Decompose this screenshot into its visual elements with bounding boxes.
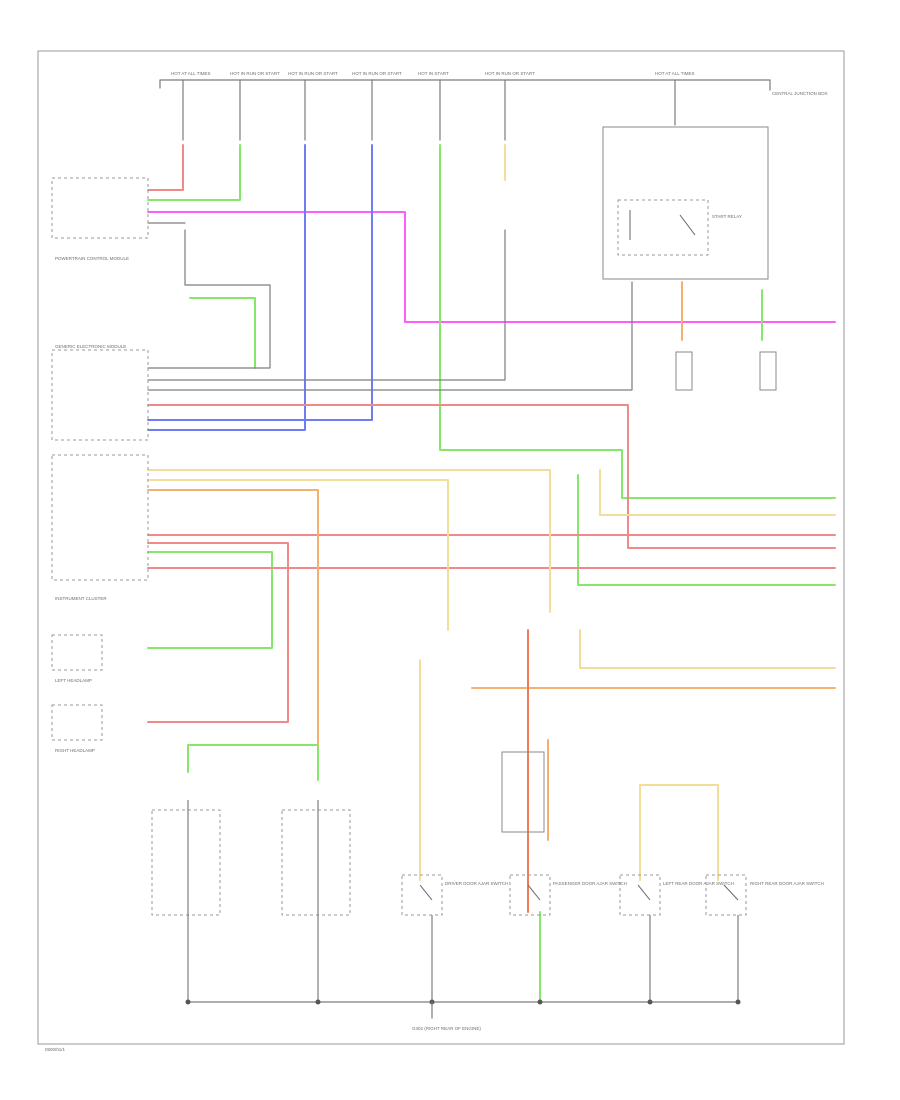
fuse-label-7: HOT AT ALL TIMES xyxy=(655,71,695,76)
junction-box xyxy=(602,126,769,280)
ground-label: G302 (RIGHT REAR OF ENGINE) xyxy=(412,1026,481,1031)
left-headlamp xyxy=(51,634,103,671)
diagram-frame xyxy=(37,50,845,1045)
page-label: 0500/01/1 xyxy=(45,1047,66,1052)
rear-diode-block xyxy=(501,751,545,833)
wire-green-2 xyxy=(439,144,836,499)
wire-red-2 xyxy=(147,404,836,549)
wire-gray-3 xyxy=(147,281,633,391)
wire-yellow-5 xyxy=(639,784,719,881)
generic-electronic-module xyxy=(51,349,149,441)
wire-gray-2 xyxy=(147,229,506,381)
wire-yellow-7 xyxy=(599,469,836,516)
lock-switch-driver xyxy=(151,800,221,1002)
door-switch-label-driver: DRIVER DOOR AJAR SWITCH xyxy=(445,881,508,886)
relay-label: START RELAY xyxy=(712,214,742,219)
wire-green-5 xyxy=(577,474,836,586)
wire-red-5 xyxy=(147,542,289,723)
right-headlamp xyxy=(51,704,103,741)
module-label-pcm: POWERTRAIN CONTROL MODULE xyxy=(55,256,129,261)
door-switch-right-rear: RIGHT REAR DOOR AJAR SWITCH xyxy=(705,874,824,1002)
wire-green-1 xyxy=(147,144,241,201)
diode-block-left xyxy=(675,351,693,391)
top-fuse-stubs xyxy=(182,79,676,141)
lock-switch-passenger xyxy=(281,800,351,1002)
wire-red-1 xyxy=(147,144,184,191)
wire-blue-1 xyxy=(147,144,306,431)
fuse-label-4: HOT IN RUN OR START xyxy=(352,71,402,76)
module-label-gem: GENERIC ELECTRONIC MODULE xyxy=(55,344,126,349)
wire-green-4 xyxy=(147,551,273,649)
door-switch-label-left-rear: LEFT REAR DOOR AJAR SWITCH xyxy=(663,881,734,886)
wire-blue-2 xyxy=(147,144,373,421)
fuse-label-5: HOT IN START xyxy=(418,71,449,76)
module-label-left-headlamp: LEFT HEADLAMP xyxy=(55,678,92,683)
wire-yellow-3 xyxy=(147,469,551,613)
wire-yellow-1 xyxy=(147,479,449,631)
door-switch-passenger: PASSENGER DOOR AJAR SWITCH xyxy=(509,874,627,916)
wire-pink xyxy=(147,211,836,323)
diode-block-right xyxy=(759,351,777,391)
wire-orange-1 xyxy=(147,489,319,746)
module-label-cluster: INSTRUMENT CLUSTER xyxy=(55,596,107,601)
fuse-header-labels: HOT AT ALL TIMES HOT IN RUN OR START HOT… xyxy=(171,71,828,96)
start-relay xyxy=(617,199,709,256)
door-switch-label-right-rear: RIGHT REAR DOOR AJAR SWITCH xyxy=(750,881,824,886)
wire-green-3 xyxy=(189,297,256,369)
door-switch-left-rear: LEFT REAR DOOR AJAR SWITCH xyxy=(619,874,734,1002)
top-supply-rail xyxy=(159,79,771,91)
fuse-label-2: HOT IN RUN OR START xyxy=(230,71,280,76)
junction-box-label: CENTRAL JUNCTION BOX xyxy=(772,91,828,96)
door-switch-driver: DRIVER DOOR AJAR SWITCH xyxy=(401,874,508,1002)
wire-gray-1 xyxy=(147,229,271,369)
wire-green-6 xyxy=(187,744,319,781)
ground-bus-dots xyxy=(185,999,741,1005)
module-label-right-headlamp: RIGHT HEADLAMP xyxy=(55,748,95,753)
fuse-label-1: HOT AT ALL TIMES xyxy=(171,71,211,76)
instrument-cluster xyxy=(51,454,149,581)
relay-contact xyxy=(679,214,696,236)
door-switch-label-passenger: PASSENGER DOOR AJAR SWITCH xyxy=(553,881,627,886)
wire-yellow-4 xyxy=(579,629,836,669)
powertrain-control-module xyxy=(51,177,149,239)
fuse-label-6: HOT IN RUN OR START xyxy=(485,71,535,76)
fuse-label-3: HOT IN RUN OR START xyxy=(288,71,338,76)
